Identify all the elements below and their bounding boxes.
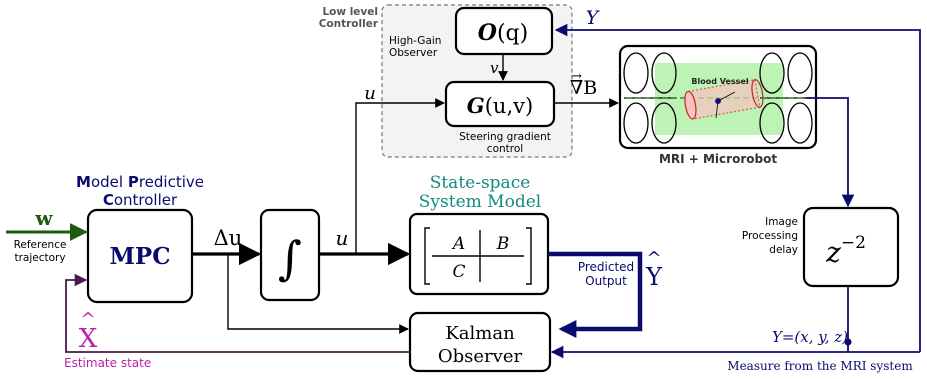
state-space-title-2: System Model [419,192,541,212]
predicted-output-arrow [548,251,643,338]
mri-coils-right [759,52,813,144]
mpc-block [86,208,194,304]
robot-weight-vector [715,100,719,119]
predicted-label-2: Output [585,274,627,288]
observer-block-label: O(q) [478,20,528,46]
steering-block-label: G(u,v) [467,93,533,118]
y-hat-label: Y [645,263,663,291]
mpc-heading: Model Predictive Controller [76,173,204,209]
mpc-block-label: MPC [109,243,170,270]
y-hat-mark: ^ [646,248,661,269]
measured-y-label: Y=(x, y, z) [772,328,848,346]
matrix-c: C [452,262,465,282]
image-processing-label-2: Processing [742,230,798,242]
observer-label-2: Observer [389,47,438,59]
vessel-label: Blood Vessel [691,77,748,86]
kalman-observer-block [408,311,552,373]
delta-u-label: Δu [214,226,243,250]
kalman-label: Kalman [445,323,515,344]
reference-symbol: w [34,206,53,230]
delay-block-label: z−2 [825,233,866,269]
measure-label: Measure from the MRI system [727,359,913,373]
steering-label-2: control [487,143,523,155]
u-up-label: u [364,83,376,104]
low-level-title-2: Controller [319,18,379,30]
mpc-heading-line1: Model Predictive [76,173,204,191]
predicted-label: Predicted [578,260,634,274]
matrix-b: B [496,234,510,254]
mri-microrobot: Blood Vessel MRI + Microrobot [618,44,818,166]
mri-to-delay-arrow [806,97,855,208]
blood-vessel [684,78,764,120]
v-signal-label: v [490,59,499,77]
gradient-signal: ∇B [570,77,597,99]
x-hat-label: X [79,324,98,354]
mpc-heading-line2: Controller [103,191,178,209]
u-label: u [336,226,349,250]
integrator-symbol: ∫ [278,231,302,285]
delta-u-kalman-arrow [227,254,409,334]
reference-label-2: trajectory [14,252,65,264]
steering-label: Steering gradient [459,131,551,143]
gradient-arrow-symbol: → [571,69,582,84]
robot-force-vector [717,91,736,102]
u-branch-arrow [355,98,445,254]
image-processing-label-3: delay [769,244,798,256]
mri-caption: MRI + Microrobot [659,152,777,166]
state-space-matrix [424,227,532,285]
reference-label: Reference [14,239,67,251]
x-hat-mark: ^ [80,309,95,330]
y-top-label: Y [586,7,601,29]
steering-gradient-block [444,80,556,128]
y-feedback-arrow [554,23,921,352]
estimate-state-arrow [65,273,410,353]
kalman-label-2: Observer [438,346,523,367]
low-level-title: Low level [322,6,378,18]
low-level-controller: Low level Controller High-Gain Observer … [319,4,573,158]
delay-block [802,206,900,288]
matrix-a: A [451,234,465,254]
state-space-title: State-space [430,173,531,193]
state-space-block [408,212,550,296]
image-processing-label: Image [765,216,798,228]
observer-label: High-Gain [389,35,441,47]
high-gain-observer-block [454,6,554,56]
estimate-state-label: Estimate state [64,356,151,370]
